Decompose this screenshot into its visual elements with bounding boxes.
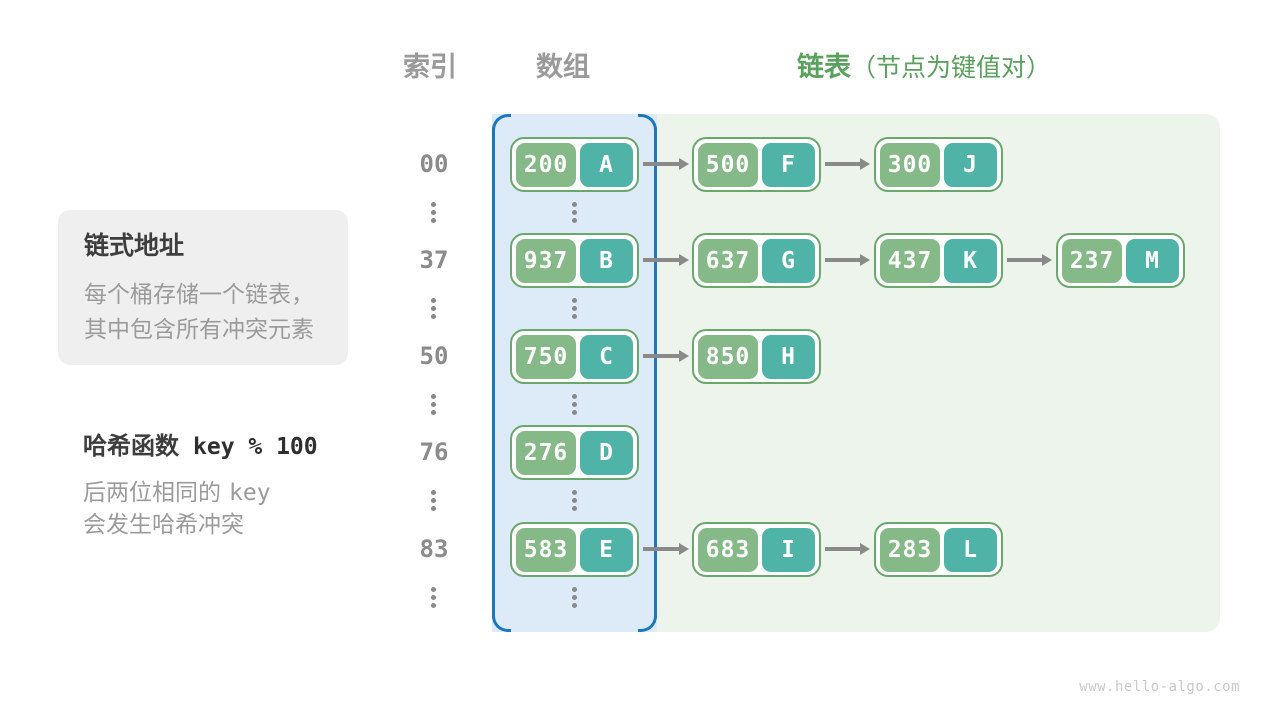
hash-note-line: 会发生哈希冲突	[83, 511, 244, 537]
arrow-right-icon	[1007, 254, 1052, 266]
array-panel-left-edge	[492, 128, 495, 618]
hash-node: 500 F	[692, 137, 821, 192]
hash-node: 850 H	[692, 329, 821, 384]
bucket-index-label: 50	[419, 342, 449, 370]
hash-node: 437 K	[874, 233, 1003, 288]
hash-node: 583 E	[510, 522, 639, 577]
hash-node: 637 G	[692, 233, 821, 288]
value-cell: A	[580, 142, 633, 187]
ellipsis-icon	[572, 587, 577, 608]
key-cell: 937	[516, 238, 576, 283]
hash-node: 937 B	[510, 233, 639, 288]
hash-function-formula: key % 100	[193, 434, 318, 460]
bucket-index-label: 83	[419, 535, 449, 563]
value-cell: J	[944, 142, 997, 187]
value-cell: G	[762, 238, 815, 283]
site-watermark: www.hello-algo.com	[1079, 679, 1240, 695]
value-cell: F	[762, 142, 815, 187]
array-panel-corner	[638, 114, 657, 133]
array-panel-corner	[638, 613, 657, 632]
array-column-header: 数组	[536, 52, 590, 82]
hash-node: 750 C	[510, 329, 639, 384]
info-box-line: 其中包含所有冲突元素	[84, 316, 314, 342]
value-cell: K	[944, 238, 997, 283]
hash-note-line: 后两位相同的 key	[83, 479, 271, 507]
arrow-right-icon	[825, 543, 870, 555]
value-cell: E	[580, 527, 633, 572]
arrow-right-icon	[643, 254, 689, 266]
array-panel-right-edge	[654, 128, 657, 618]
key-cell: 637	[698, 238, 758, 283]
ellipsis-icon	[431, 490, 436, 511]
ellipsis-icon	[431, 394, 436, 415]
hash-node: 283 L	[874, 522, 1003, 577]
arrow-right-icon	[643, 543, 689, 555]
key-cell: 583	[516, 527, 576, 572]
hash-note-text: 后两位相同的	[83, 479, 221, 505]
ellipsis-icon	[431, 202, 436, 223]
value-cell: M	[1126, 238, 1179, 283]
value-cell: B	[580, 238, 633, 283]
arrow-right-icon	[643, 158, 689, 170]
list-header-note: （节点为键值对）	[851, 54, 1052, 82]
arrow-right-icon	[643, 350, 689, 362]
bucket-index-label: 37	[419, 246, 449, 274]
key-cell: 683	[698, 527, 758, 572]
key-cell: 437	[880, 238, 940, 283]
key-cell: 850	[698, 334, 758, 379]
hash-node: 276 D	[510, 425, 639, 480]
value-cell: L	[944, 527, 997, 572]
info-box-title: 链式地址	[84, 232, 185, 260]
ellipsis-icon	[431, 587, 436, 608]
key-cell: 750	[516, 334, 576, 379]
ellipsis-icon	[572, 202, 577, 223]
array-panel-corner	[492, 114, 511, 133]
ellipsis-icon	[572, 298, 577, 319]
list-header-label: 链表	[797, 52, 851, 82]
key-cell: 237	[1062, 238, 1122, 283]
hash-node: 237 M	[1056, 233, 1185, 288]
index-column-header: 索引	[403, 52, 457, 82]
bucket-index-label: 76	[419, 438, 449, 466]
key-cell: 200	[516, 142, 576, 187]
ellipsis-icon	[572, 394, 577, 415]
value-cell: D	[580, 430, 633, 475]
info-box-chaining: 链式地址 每个桶存储一个链表， 其中包含所有冲突元素	[58, 210, 348, 365]
hash-function-label: 哈希函数	[83, 433, 179, 460]
ellipsis-icon	[431, 298, 436, 319]
hash-node: 300 J	[874, 137, 1003, 192]
array-panel-corner	[492, 613, 511, 632]
hash-node: 200 A	[510, 137, 639, 192]
info-box-line: 每个桶存储一个链表，	[84, 281, 314, 307]
key-cell: 276	[516, 430, 576, 475]
bucket-index-label: 00	[419, 150, 449, 178]
ellipsis-icon	[572, 490, 577, 511]
key-cell: 300	[880, 142, 940, 187]
key-cell: 283	[880, 527, 940, 572]
value-cell: H	[762, 334, 815, 379]
value-cell: C	[580, 334, 633, 379]
arrow-right-icon	[825, 254, 870, 266]
key-cell: 500	[698, 142, 758, 187]
value-cell: I	[762, 527, 815, 572]
hash-function-title: 哈希函数 key % 100	[83, 433, 318, 461]
hash-note-code: key	[229, 480, 271, 506]
arrow-right-icon	[825, 158, 870, 170]
list-column-header: 链表（节点为键值对）	[797, 52, 1051, 83]
hash-node: 683 I	[692, 522, 821, 577]
